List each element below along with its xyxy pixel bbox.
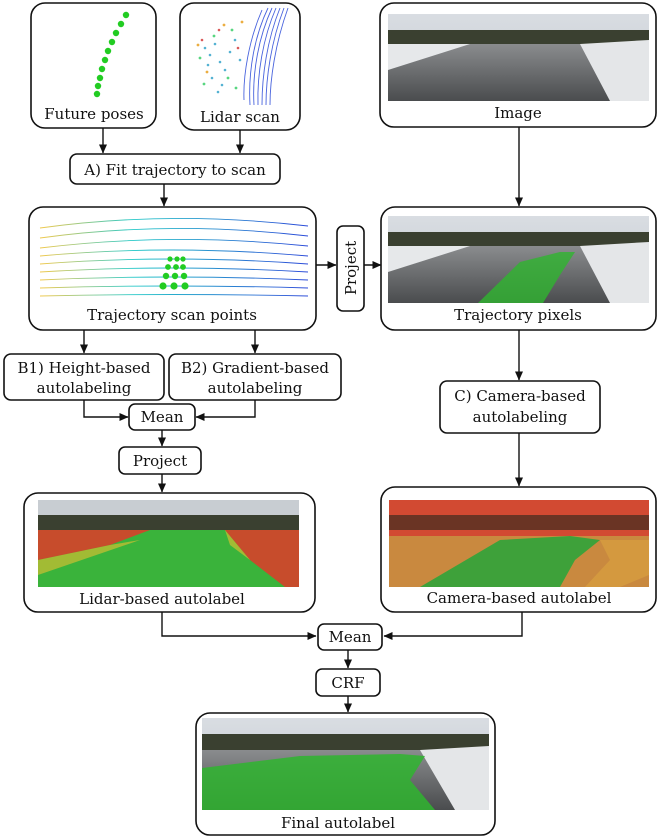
gradient-based-box: [168, 353, 342, 401]
camera-based-node: C) Camera-based autolabeling: [439, 380, 601, 434]
crf-box: [315, 668, 381, 697]
mean-lidar-box: [128, 403, 196, 431]
future-poses-box: [30, 2, 157, 129]
camera-based-box: [439, 380, 601, 434]
project-lidar-box: [118, 446, 202, 475]
height-based-label-line2: autolabeling: [37, 379, 132, 397]
crf-node: CRF: [315, 668, 381, 697]
height-based-box: [3, 353, 165, 401]
height-based-node: B1) Height-based autolabeling: [3, 353, 165, 401]
final-autolabel-label: Final autolabel: [281, 814, 395, 832]
mean-lidar-label: Mean: [141, 408, 184, 426]
gradient-based-label-line2: autolabeling: [208, 379, 303, 397]
crf-label: CRF: [331, 674, 364, 692]
height-based-label-line1: B1) Height-based: [17, 359, 150, 377]
lidar-autolabel-image: [38, 500, 299, 587]
trajectory-dots: [159, 256, 189, 290]
arrow-gradient-to-mean: [195, 400, 256, 421]
trajectory-scan-points-label: Trajectory scan points: [87, 306, 257, 324]
future-poses-dots: [93, 11, 130, 98]
mean-final-box: [317, 623, 383, 651]
project-vertical-node: Project: [336, 225, 365, 312]
project-lidar-label: Project: [133, 452, 187, 470]
camera-autolabel-node: Camera-based autolabel: [380, 486, 657, 613]
camera-based-label-line1: C) Camera-based: [454, 387, 586, 405]
lidar-scan-image: [196, 7, 289, 106]
image-label: Image: [494, 104, 542, 122]
mean-final-label: Mean: [329, 628, 372, 646]
camera-autolabel-image: [389, 500, 649, 587]
arrow-lidar-autolabel-to-mean: [161, 612, 317, 640]
camera-image: [388, 14, 649, 101]
lidar-scan-label: Lidar scan: [200, 108, 280, 126]
fit-trajectory-node: A) Fit trajectory to scan: [69, 153, 281, 185]
trajectory-scan-points-node: Trajectory scan points: [28, 206, 317, 331]
camera-based-label-line2: autolabeling: [473, 408, 568, 426]
project-vertical-box: [336, 225, 365, 312]
lidar-autolabel-node: Lidar-based autolabel: [23, 492, 316, 613]
future-poses-node: Future poses: [30, 2, 157, 129]
mean-lidar-node: Mean: [128, 403, 196, 431]
final-autolabel-node: Final autolabel: [195, 712, 496, 836]
lidar-scan-node: Lidar scan: [179, 2, 301, 131]
mean-final-node: Mean: [317, 623, 383, 651]
final-autolabel-image: [202, 718, 489, 810]
project-vertical-label: Project: [342, 241, 360, 295]
gradient-based-label-line1: B2) Gradient-based: [181, 359, 329, 377]
trajectory-pixels-label: Trajectory pixels: [454, 306, 582, 324]
camera-autolabel-label: Camera-based autolabel: [427, 589, 612, 607]
future-poses-label: Future poses: [44, 105, 143, 123]
project-lidar-node: Project: [118, 446, 202, 475]
image-node: Image: [379, 2, 657, 128]
fit-trajectory-label: A) Fit trajectory to scan: [83, 161, 266, 179]
fit-trajectory-box: [69, 153, 281, 185]
trajectory-pixels-node: Trajectory pixels: [380, 206, 657, 331]
connectors: [80, 127, 523, 713]
arrow-height-to-mean: [83, 400, 129, 421]
trajectory-scan-points-box: [28, 206, 317, 331]
lidar-autolabel-label: Lidar-based autolabel: [79, 590, 245, 608]
trajectory-pixels-image: [388, 216, 649, 303]
gradient-based-node: B2) Gradient-based autolabeling: [168, 353, 342, 401]
arrow-camera-autolabel-to-mean: [383, 612, 523, 640]
